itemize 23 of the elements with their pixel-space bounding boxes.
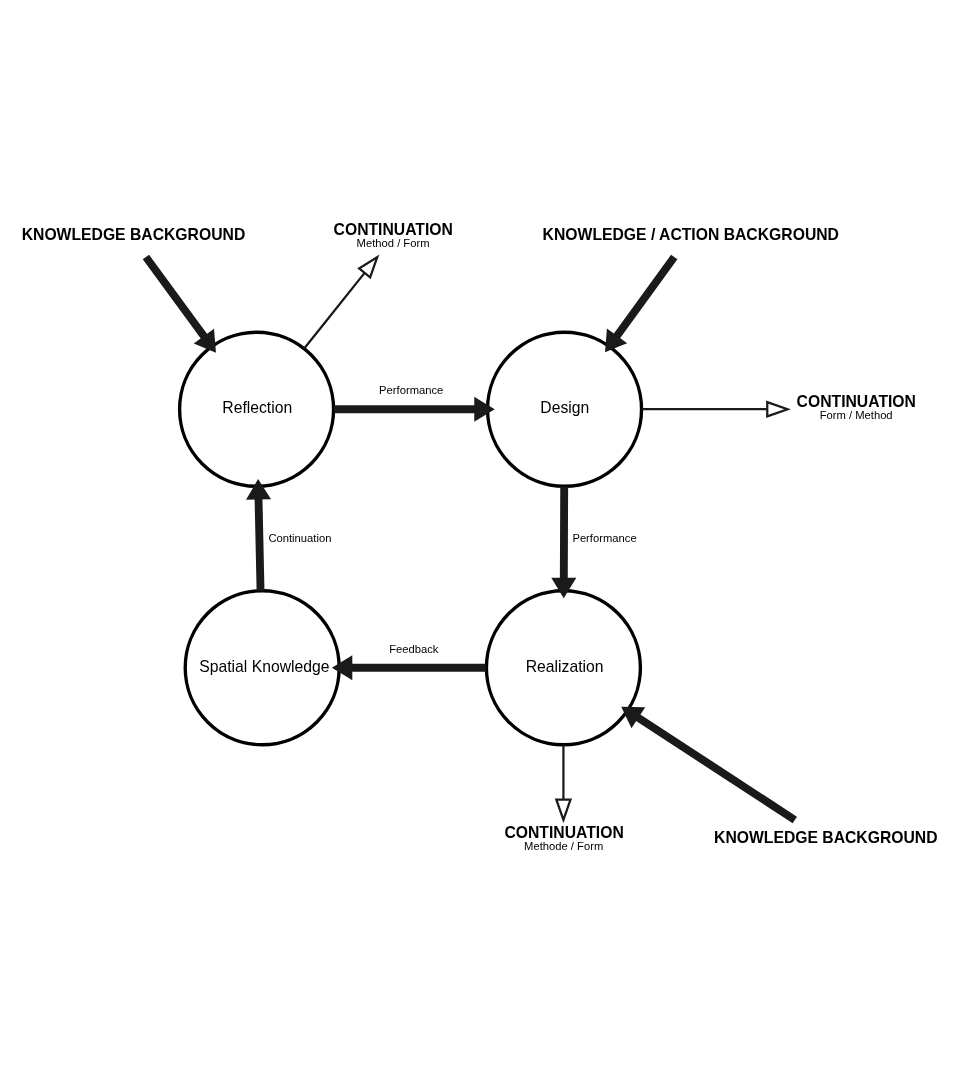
node-text: KNOWLEDGE BACKGROUND: [714, 828, 938, 846]
node-text: CONTINUATION Methode / Form: [504, 823, 624, 852]
node-circle: Spatial Knowledge: [183, 588, 341, 746]
edge-label: Continuation: [268, 531, 332, 544]
arrow: [246, 478, 272, 591]
node-text: KNOWLEDGE BACKGROUND: [21, 225, 246, 243]
node-text: CONTINUATION Method / Form: [333, 220, 453, 249]
arrow: [333, 396, 495, 422]
node-circle: Design: [485, 330, 644, 488]
arrow: [641, 400, 791, 418]
edge-label: Performance: [572, 531, 637, 544]
edge-label: Feedback: [389, 642, 439, 655]
arrow: [331, 654, 486, 680]
arrow: [621, 706, 797, 823]
node-circle: Realization: [484, 588, 643, 746]
arrow: [303, 253, 380, 349]
arrow: [605, 254, 678, 352]
arrow: [551, 486, 577, 598]
node-text: KNOWLEDGE / ACTION BACKGROUND: [542, 225, 839, 243]
arrow: [554, 744, 573, 823]
arrow: [142, 254, 216, 353]
node-text: CONTINUATION Form / Method: [796, 392, 916, 421]
edge-label: Performance: [379, 383, 444, 396]
